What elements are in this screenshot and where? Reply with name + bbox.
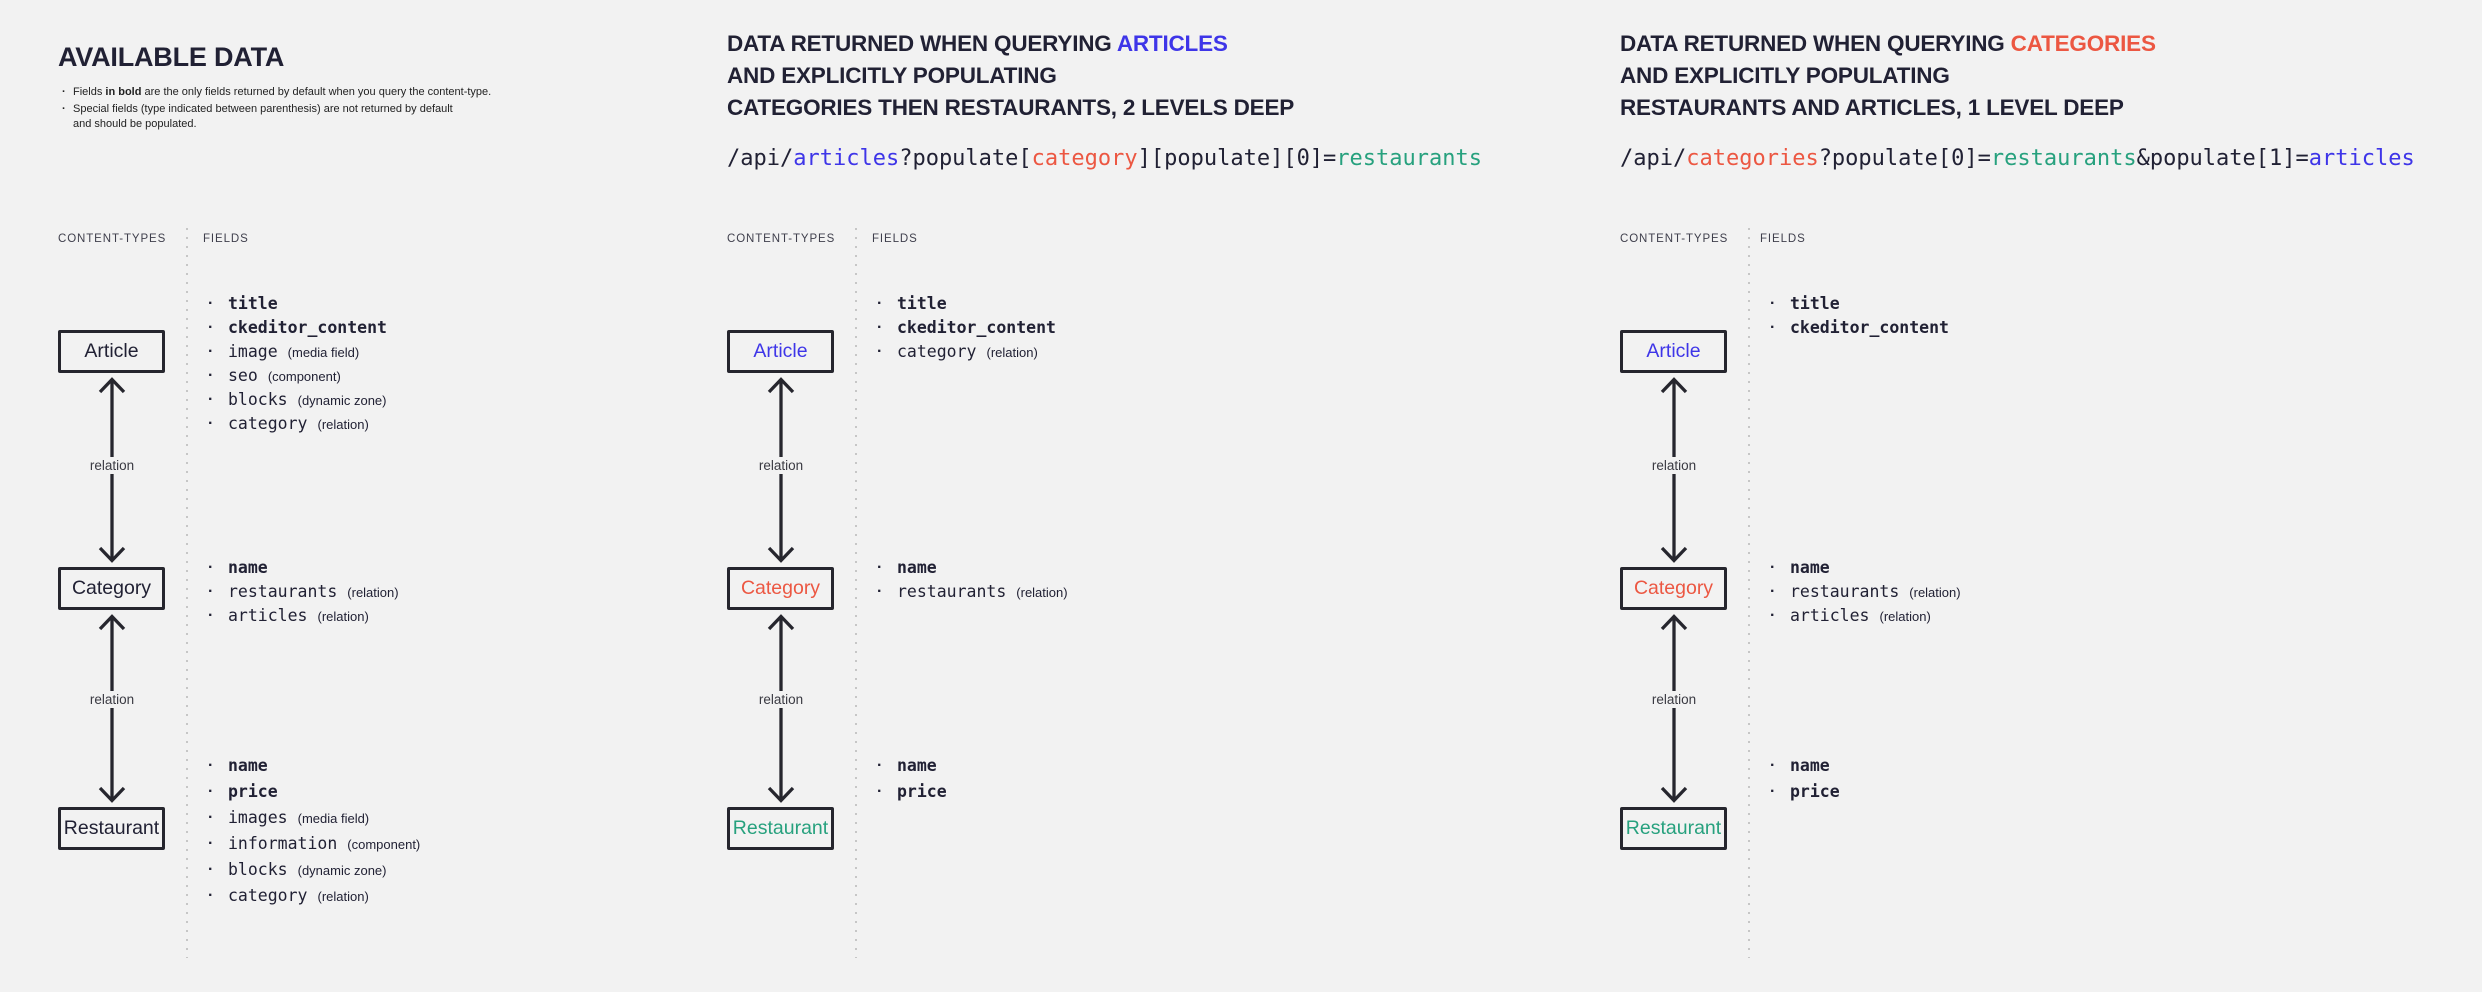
relation-label: relation [1646,457,1702,474]
relation-label: relation [1646,691,1702,708]
field-item: name [1766,556,1961,580]
fields-list-restaurant: name price [1766,753,1850,805]
field-item: restaurants(relation) [204,580,399,604]
field-item: category(relation) [204,412,397,436]
field-item: ckeditor_content [204,316,397,340]
panel-title: AVAILABLE DATA [58,42,285,72]
dotted-divider [1748,228,1750,958]
dotted-divider [186,228,188,958]
field-item: blocks(dynamic zone) [204,388,397,412]
field-item: name [204,556,399,580]
legend-notes: Fields in bold are the only fields retur… [60,85,491,134]
field-item: category(relation) [873,340,1066,364]
field-item: ckeditor_content [873,316,1066,340]
fields-list-category: name restaurants(relation) articles(rela… [1766,556,1961,628]
content-type-box-article: Article [1620,330,1727,373]
fields-list-article: title ckeditor_content [1766,292,1959,340]
field-item: price [873,779,957,805]
relation-label: relation [84,691,140,708]
field-item: seo(component) [204,364,397,388]
legend-note: Fields in bold are the only fields retur… [60,85,491,100]
field-item: name [1766,753,1850,779]
highlight-categories: CATEGORIES [2010,31,2156,56]
content-type-box-restaurant: Restaurant [1620,807,1727,850]
relation-arrow [98,614,126,803]
fields-list-article: title ckeditor_content image(media field… [204,292,397,436]
panel-query-articles: DATA RETURNED WHEN QUERYING ARTICLES AND… [727,0,1587,992]
panel-query-categories: DATA RETURNED WHEN QUERYING CATEGORIES A… [1620,0,2480,992]
relation-arrow [1660,614,1688,803]
field-item: name [873,753,957,779]
content-type-box-article: Article [58,330,165,373]
legend-note: Special fields (type indicated between p… [60,102,491,132]
column-header-content-types: CONTENT-TYPES [727,233,836,245]
column-header-fields: FIELDS [203,233,249,245]
fields-list-restaurant: name price [873,753,957,805]
relation-label: relation [753,691,809,708]
field-item: restaurants(relation) [1766,580,1961,604]
note-text: Special fields (type indicated between p… [73,103,453,130]
content-type-box-category: Category [727,567,834,610]
field-item: blocks(dynamic zone) [204,857,420,883]
field-item: price [204,779,420,805]
field-item: title [1766,292,1959,316]
field-item: information(component) [204,831,420,857]
content-type-box-category: Category [58,567,165,610]
field-item: name [873,556,1068,580]
fields-list-category: name restaurants(relation) articles(rela… [204,556,399,628]
api-url: /api/categories?populate[0]=restaurants&… [1620,146,2415,171]
field-item: articles(relation) [1766,604,1961,628]
field-item: price [1766,779,1850,805]
field-item: articles(relation) [204,604,399,628]
panel-title: DATA RETURNED WHEN QUERYING ARTICLES AND… [727,31,1295,120]
field-item: title [204,292,397,316]
field-item: ckeditor_content [1766,316,1959,340]
highlight-articles: ARTICLES [1116,31,1228,56]
dotted-divider [855,228,857,958]
panel-title: DATA RETURNED WHEN QUERYING CATEGORIES A… [1620,31,2156,120]
panel-available-data: AVAILABLE DATA Fields in bold are the on… [58,0,678,992]
content-type-box-restaurant: Restaurant [727,807,834,850]
field-item: title [873,292,1066,316]
fields-list-article: title ckeditor_content category(relation… [873,292,1066,364]
field-item: images(media field) [204,805,420,831]
note-text: Fields in bold are the only fields retur… [73,86,492,98]
api-url: /api/articles?populate[category][populat… [727,146,1483,171]
column-header-content-types: CONTENT-TYPES [58,233,167,245]
field-item: image(media field) [204,340,397,364]
column-header-content-types: CONTENT-TYPES [1620,233,1729,245]
fields-list-restaurant: name price images(media field) informati… [204,753,420,909]
column-header-fields: FIELDS [872,233,918,245]
relation-label: relation [84,457,140,474]
content-type-box-restaurant: Restaurant [58,807,165,850]
relation-label: relation [753,457,809,474]
field-item: category(relation) [204,883,420,909]
fields-list-category: name restaurants(relation) [873,556,1068,604]
content-type-box-article: Article [727,330,834,373]
content-type-box-category: Category [1620,567,1727,610]
field-item: restaurants(relation) [873,580,1068,604]
relation-arrow [767,614,795,803]
field-item: name [204,753,420,779]
column-header-fields: FIELDS [1760,233,1806,245]
